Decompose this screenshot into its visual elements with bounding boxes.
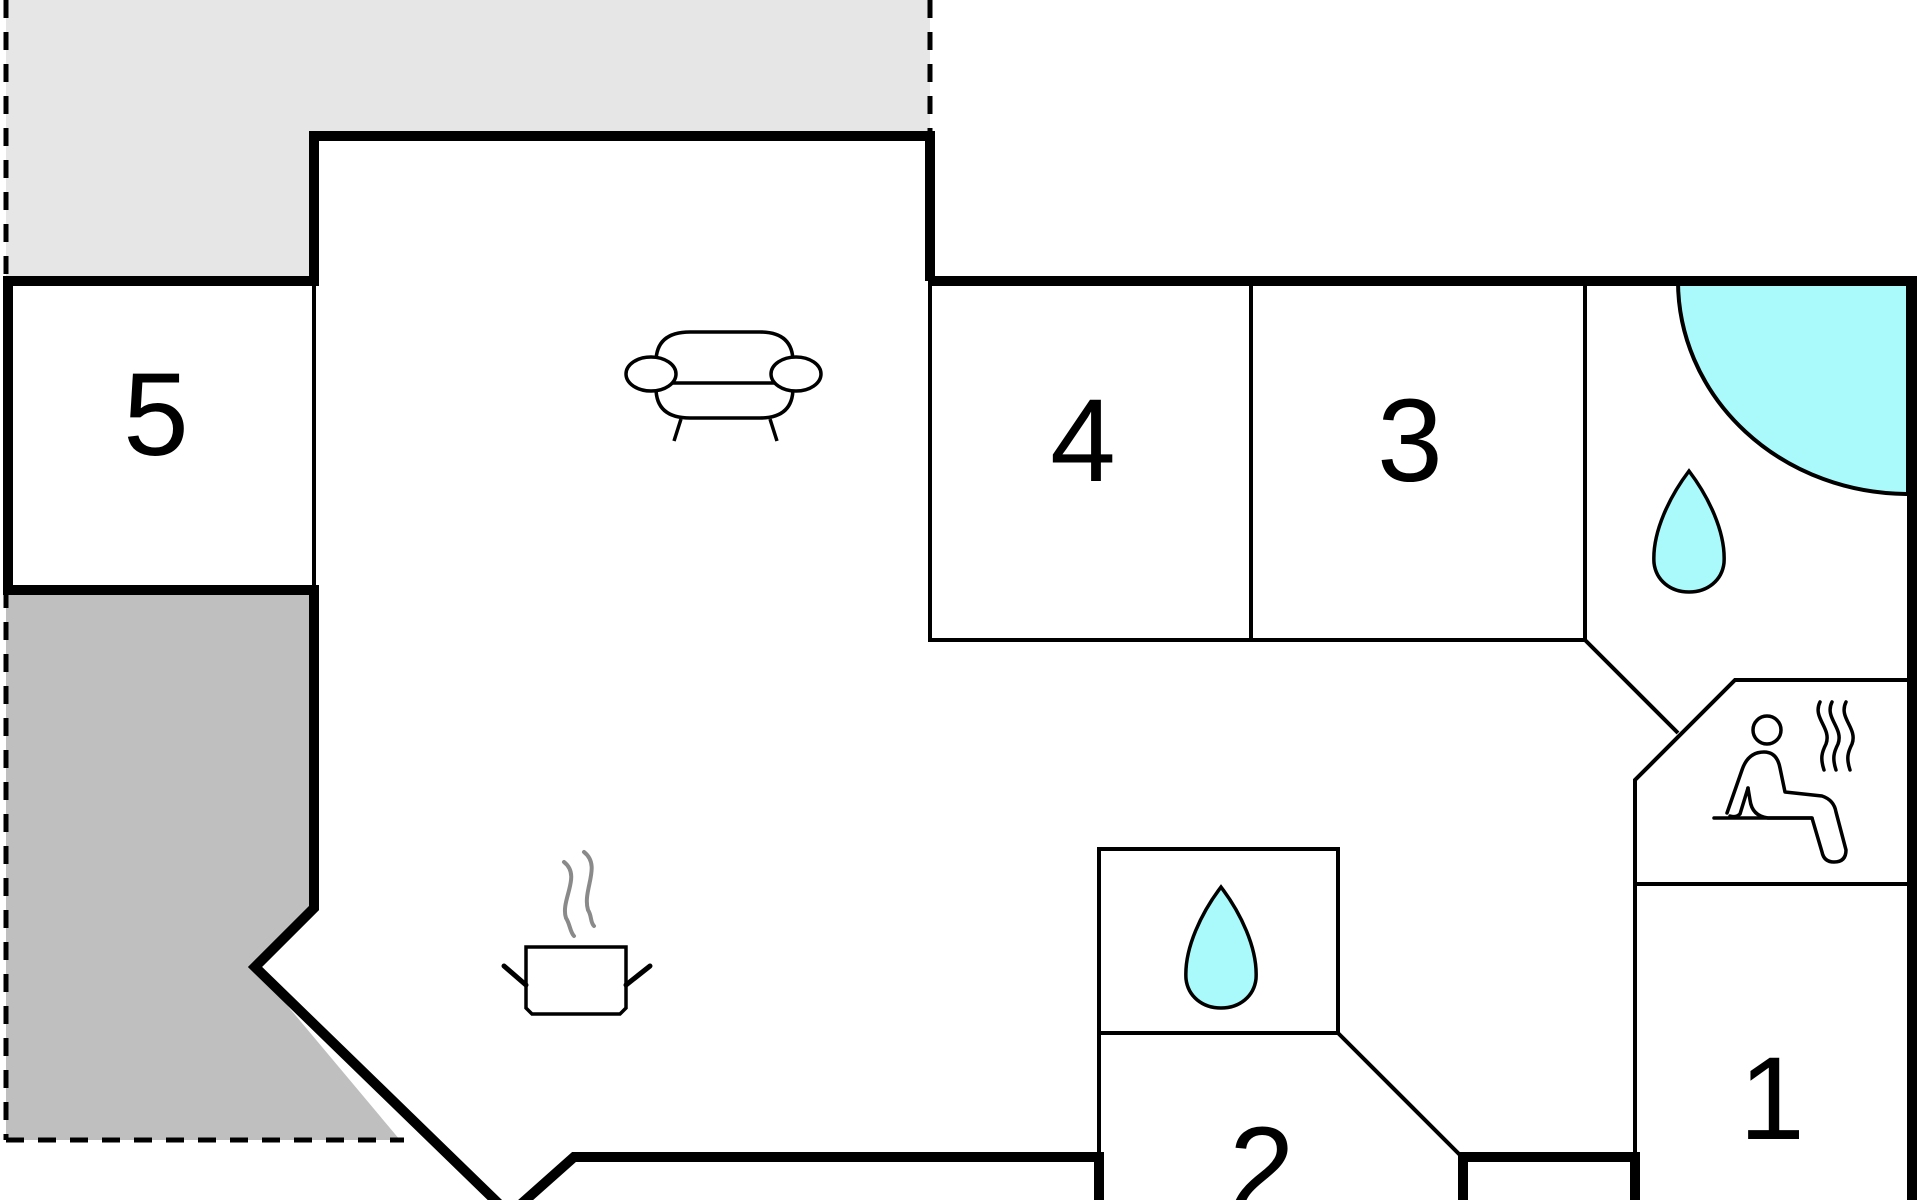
room-label-1: 1 xyxy=(1739,1033,1805,1165)
room-label-2: 2 xyxy=(1229,1103,1295,1200)
sauna-icon xyxy=(1712,700,1855,864)
cooking-pot-icon xyxy=(501,850,653,1016)
terrace-top xyxy=(6,0,930,281)
room-labels: 5 4 3 2 1 xyxy=(123,349,1805,1200)
sofa-icon xyxy=(624,330,823,442)
water-drop-icon xyxy=(1184,884,1258,1010)
inner-walls xyxy=(312,281,1909,1160)
water-drop-icon xyxy=(1652,468,1726,594)
room-label-3: 3 xyxy=(1377,375,1443,507)
hot-tub xyxy=(1675,279,1910,497)
room-label-4: 4 xyxy=(1050,375,1116,507)
outer-walls xyxy=(3,131,1917,1200)
room-label-5: 5 xyxy=(123,349,189,481)
terrace-left xyxy=(6,590,400,1140)
terraces xyxy=(3,0,933,1143)
